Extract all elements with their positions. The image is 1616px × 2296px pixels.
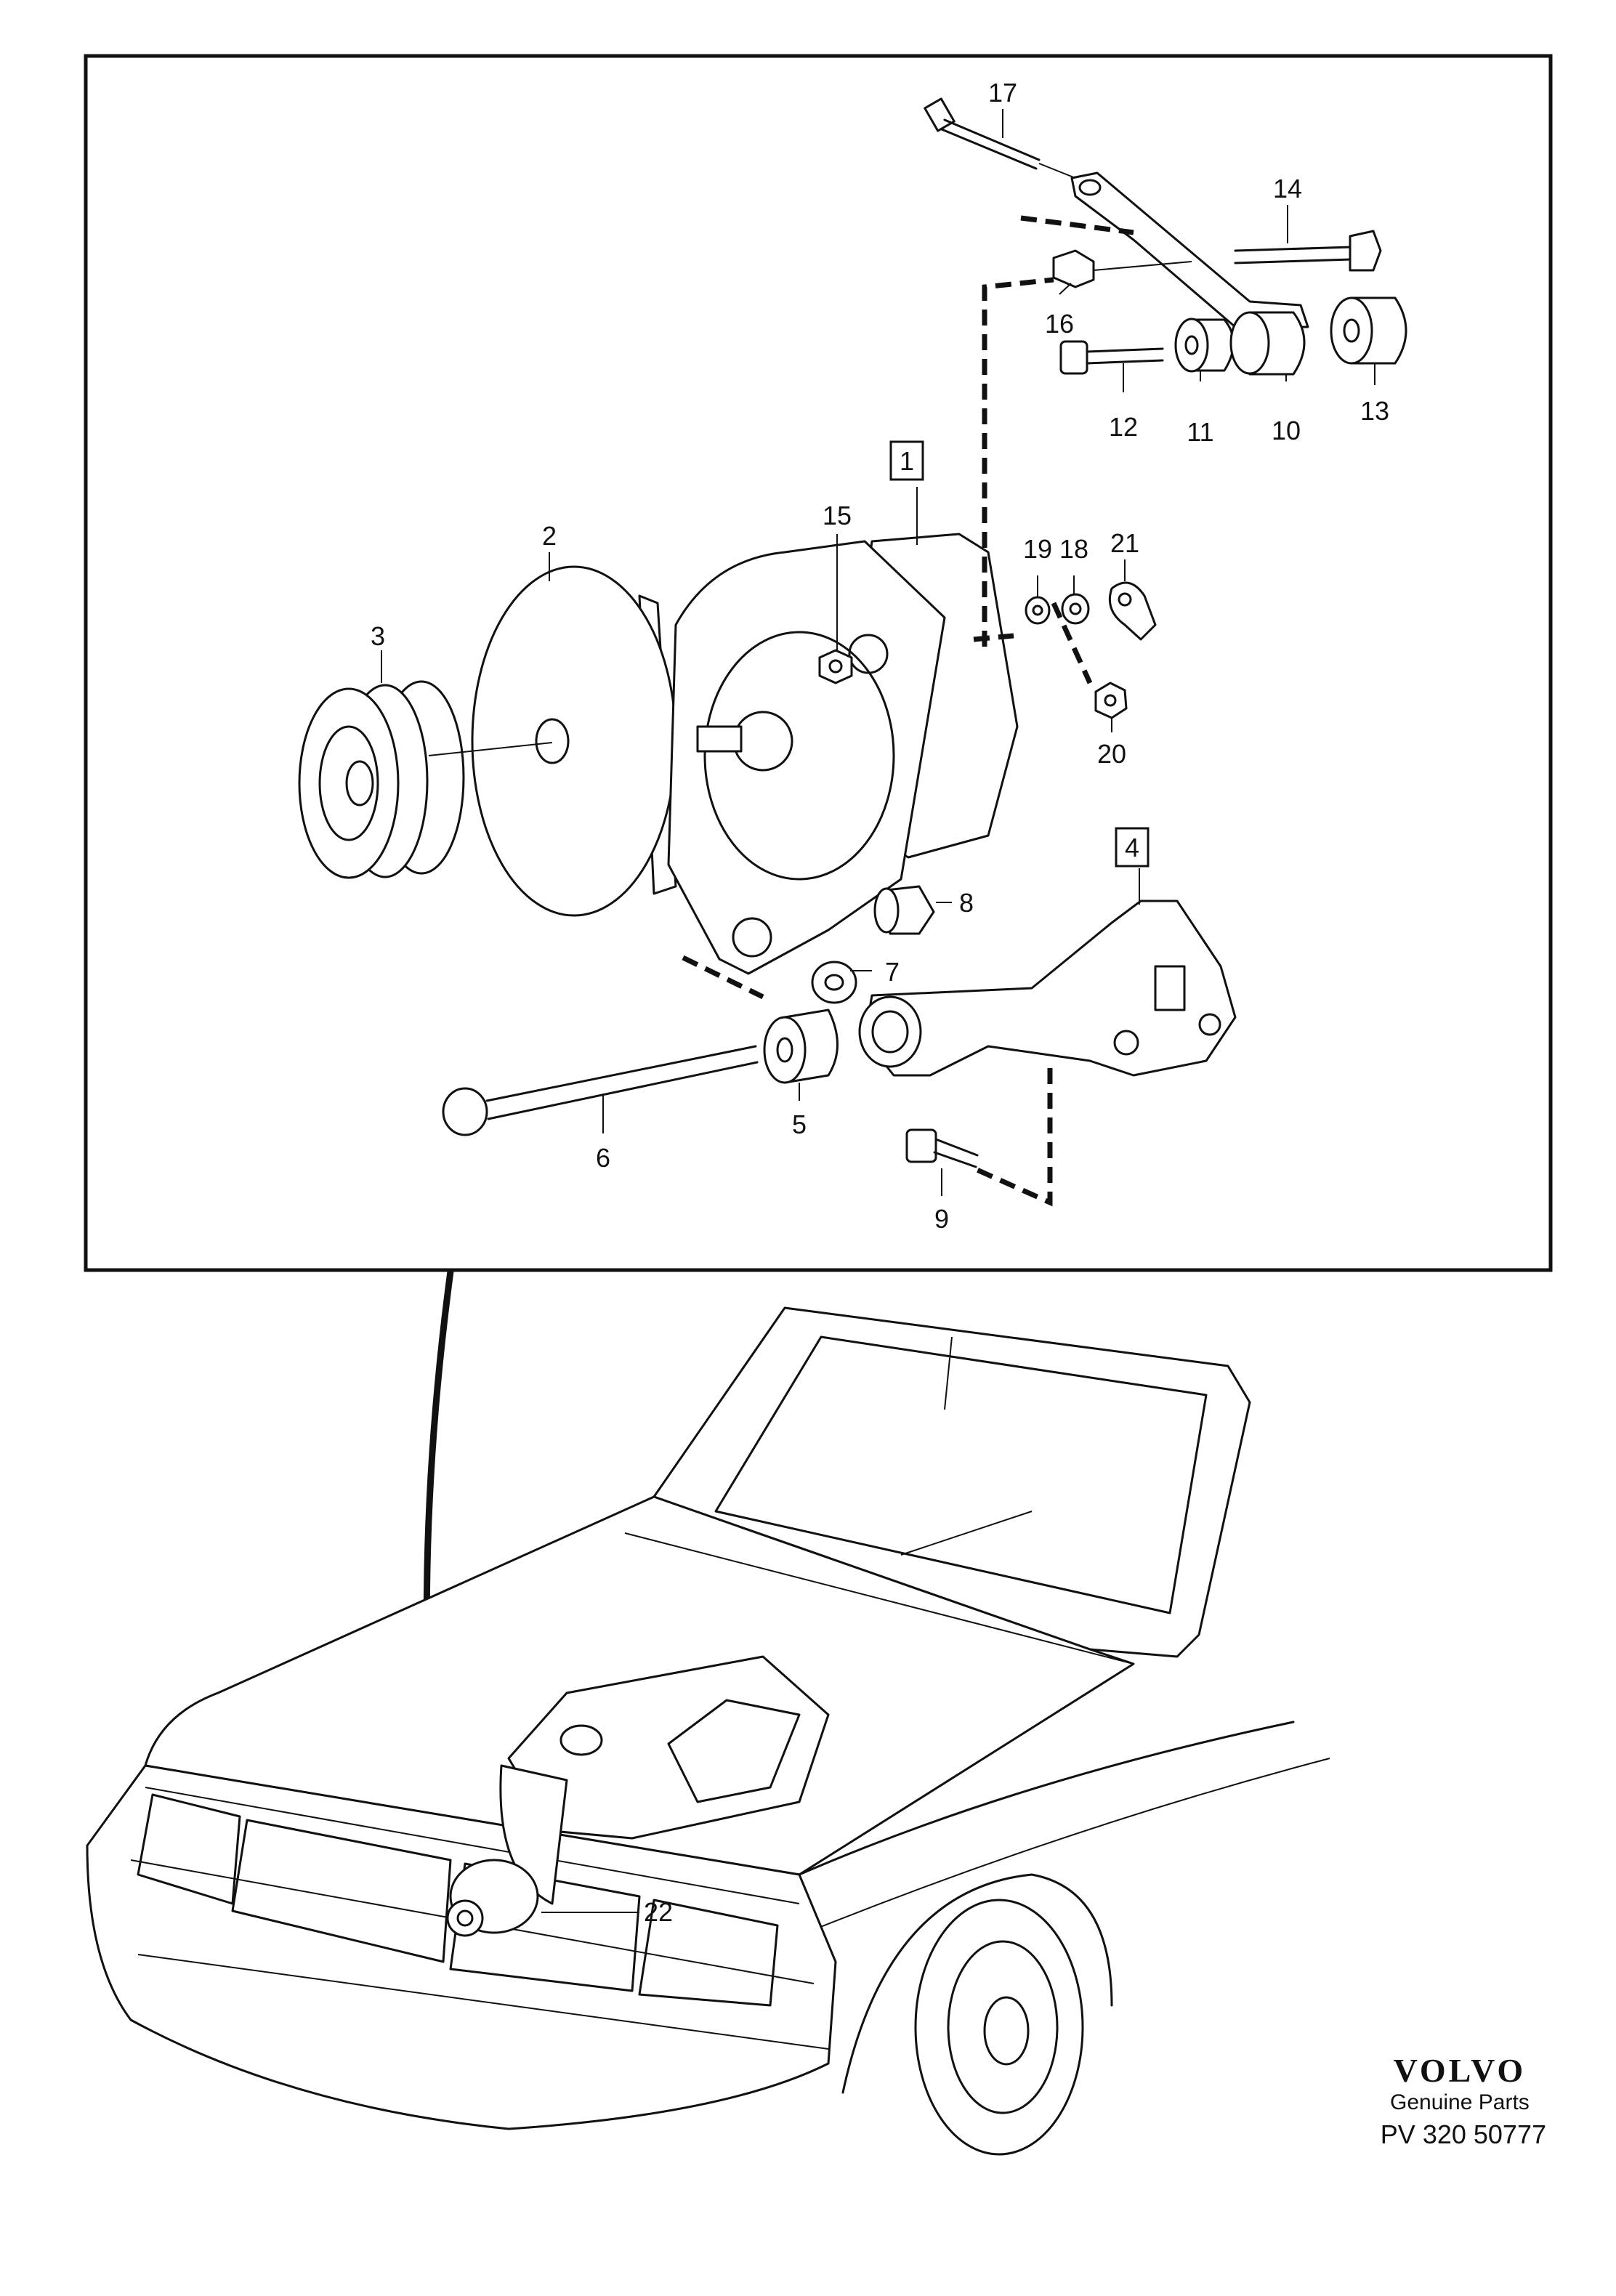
callout-16: 16 xyxy=(1045,309,1074,339)
bushing xyxy=(763,1008,839,1084)
callout-3: 3 xyxy=(371,621,385,651)
callout-17: 17 xyxy=(988,78,1017,108)
car-illustration xyxy=(86,1306,1330,2156)
callout-2: 2 xyxy=(542,521,557,551)
callout-5: 5 xyxy=(792,1109,807,1139)
dashed-line xyxy=(1020,215,1134,235)
volvo-logo: VOLVO xyxy=(1393,2052,1527,2089)
callout-11: 11 xyxy=(1187,417,1213,447)
bushing xyxy=(1174,318,1235,373)
dashed-line xyxy=(982,277,1054,647)
callout-4: 4 xyxy=(1125,833,1139,862)
diagram-code-number: 50777 xyxy=(1473,2119,1546,2149)
diagram-frame xyxy=(84,54,1553,1272)
bushing xyxy=(1229,311,1306,376)
callout-20: 20 xyxy=(1097,739,1126,769)
callout-box-1 xyxy=(889,440,924,481)
callout-6: 6 xyxy=(596,1143,610,1173)
callout-7: 7 xyxy=(885,957,900,987)
fan xyxy=(428,565,677,917)
bolt xyxy=(1059,340,1164,375)
callout-15: 15 xyxy=(823,501,852,530)
bolt xyxy=(442,1045,759,1136)
callout-18: 18 xyxy=(1059,534,1088,564)
dashed-line xyxy=(1051,602,1093,684)
bolt xyxy=(905,1128,979,1168)
callout-14: 14 xyxy=(1273,174,1302,203)
bolt xyxy=(924,97,1076,179)
lower-bracket xyxy=(858,900,1237,1077)
callout-8: 8 xyxy=(959,888,974,918)
callout-19: 19 xyxy=(1023,534,1052,564)
nut xyxy=(873,885,935,935)
alternator xyxy=(667,533,1019,975)
callout-1: 1 xyxy=(900,446,914,476)
pulley xyxy=(298,680,465,879)
callout-12: 12 xyxy=(1109,412,1138,442)
washer xyxy=(811,961,857,1004)
callout-22: 22 xyxy=(644,1897,673,1927)
callout-10: 10 xyxy=(1272,416,1301,445)
nut xyxy=(818,649,853,684)
callout-box-4 xyxy=(1115,827,1150,868)
brand-subtitle: Genuine Parts xyxy=(1390,2090,1530,2114)
dashed-line xyxy=(682,955,764,1000)
nut xyxy=(1094,682,1128,719)
washer xyxy=(1061,593,1090,625)
terminal-connector xyxy=(1108,581,1157,641)
callout-13: 13 xyxy=(1360,396,1389,426)
bolt xyxy=(1234,230,1382,272)
callout-9: 9 xyxy=(934,1204,949,1234)
washer xyxy=(1025,596,1051,625)
upper-bracket xyxy=(1070,171,1309,328)
callout-leaders xyxy=(381,109,1375,1196)
bushing xyxy=(1330,296,1407,365)
nut xyxy=(1052,249,1192,288)
dashed-line xyxy=(973,633,1014,642)
callout-21: 21 xyxy=(1110,528,1139,558)
dashed-line xyxy=(972,1068,1053,1207)
diagram-code-prefix: PV 320 xyxy=(1380,2119,1466,2149)
